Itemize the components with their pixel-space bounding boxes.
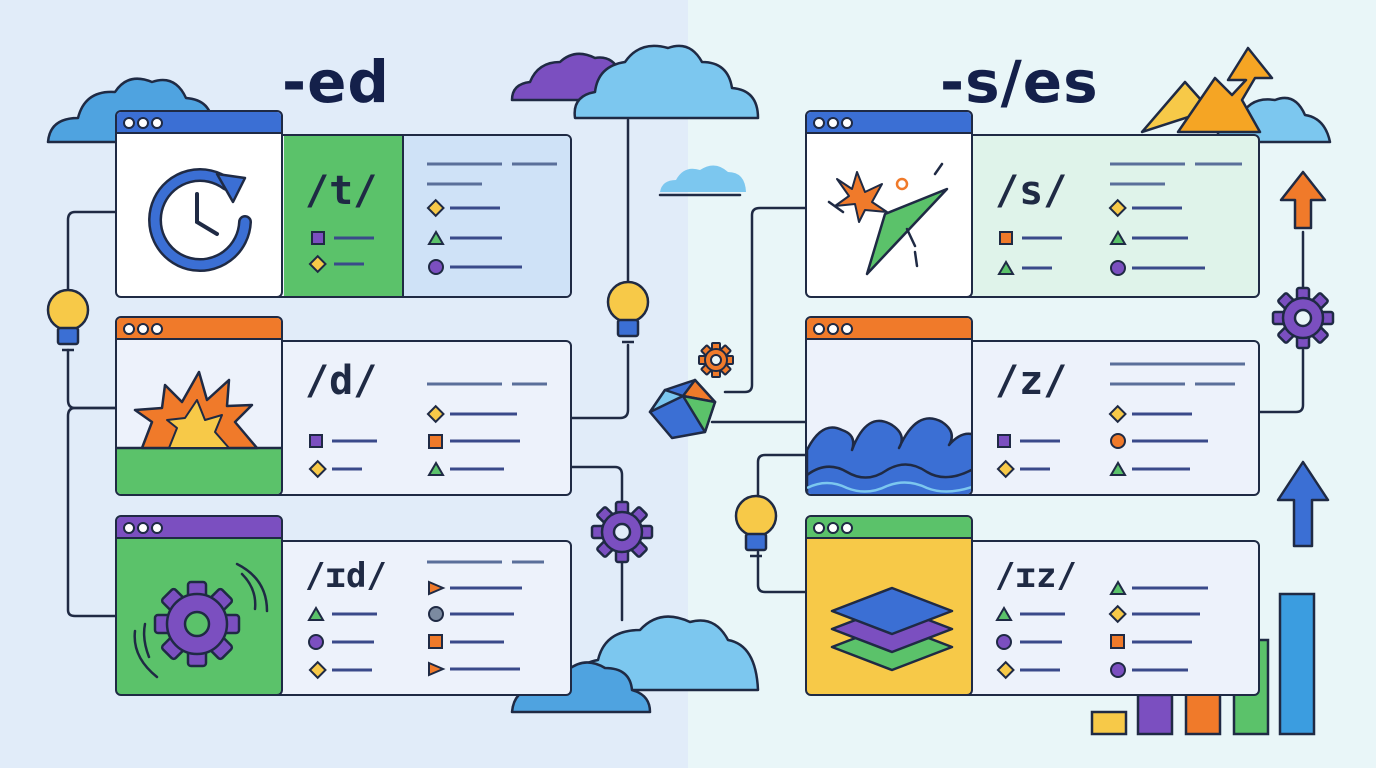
gem-icon (648, 378, 717, 440)
card-id (270, 540, 572, 696)
panel-image-t (115, 110, 283, 298)
card-s (958, 134, 1260, 298)
phoneme-iz: /ɪz/ (995, 556, 1077, 596)
connector-lines (66, 118, 1305, 622)
heading-s-es: -s/es (940, 48, 1099, 116)
gear-icon-right (1271, 286, 1335, 350)
card-t-label-area (284, 136, 404, 296)
panel-image-z (805, 316, 973, 496)
card-z (958, 340, 1260, 496)
layers-icon (830, 586, 954, 672)
panel-image-d (115, 316, 283, 496)
panel-image-s (805, 110, 973, 298)
titlebar-z (807, 318, 971, 340)
panel-image-iz (805, 515, 973, 696)
clock-refresh-icon (148, 168, 252, 272)
phoneme-d: /d/ (305, 358, 378, 404)
lightbulb-icon-left (46, 288, 90, 352)
card-d-bullets (308, 382, 547, 479)
titlebar-t (117, 112, 281, 134)
explosion-icon (117, 370, 281, 494)
card-id-bullets (307, 560, 544, 680)
titlebar-s (807, 112, 971, 134)
wave-icon (807, 417, 971, 494)
card-t-bullets (308, 162, 557, 275)
party-popper-icon (827, 162, 949, 276)
gear-icon (133, 562, 269, 679)
lightbulb-icon-right (734, 494, 778, 558)
card-z-bullets (996, 362, 1245, 479)
arrow-up-icon-orange (1279, 170, 1327, 230)
phoneme-s: /s/ (995, 168, 1068, 214)
phoneme-t: /t/ (305, 168, 378, 214)
arrow-up-icon-blue (1276, 460, 1330, 548)
titlebar-iz (807, 517, 971, 539)
panel-image-id (115, 515, 283, 696)
cloud-icon-top-center (510, 44, 760, 120)
heading-ed: -ed (282, 48, 390, 116)
gear-icon-center (590, 500, 654, 564)
card-iz-bullets (995, 580, 1208, 680)
cloud-icon-small-center (660, 165, 746, 192)
card-s-bullets (997, 162, 1242, 276)
phoneme-z: /z/ (995, 358, 1068, 404)
gear-icon-small (698, 342, 734, 378)
titlebar-id (117, 517, 281, 539)
cloud-icon-bottom-center (510, 615, 760, 714)
mountain-arrow-icon (1140, 46, 1274, 134)
phoneme-id: /ɪd/ (305, 556, 387, 596)
card-t (270, 134, 572, 298)
lightbulb-icon-center (606, 280, 650, 344)
titlebar-d (117, 318, 281, 340)
